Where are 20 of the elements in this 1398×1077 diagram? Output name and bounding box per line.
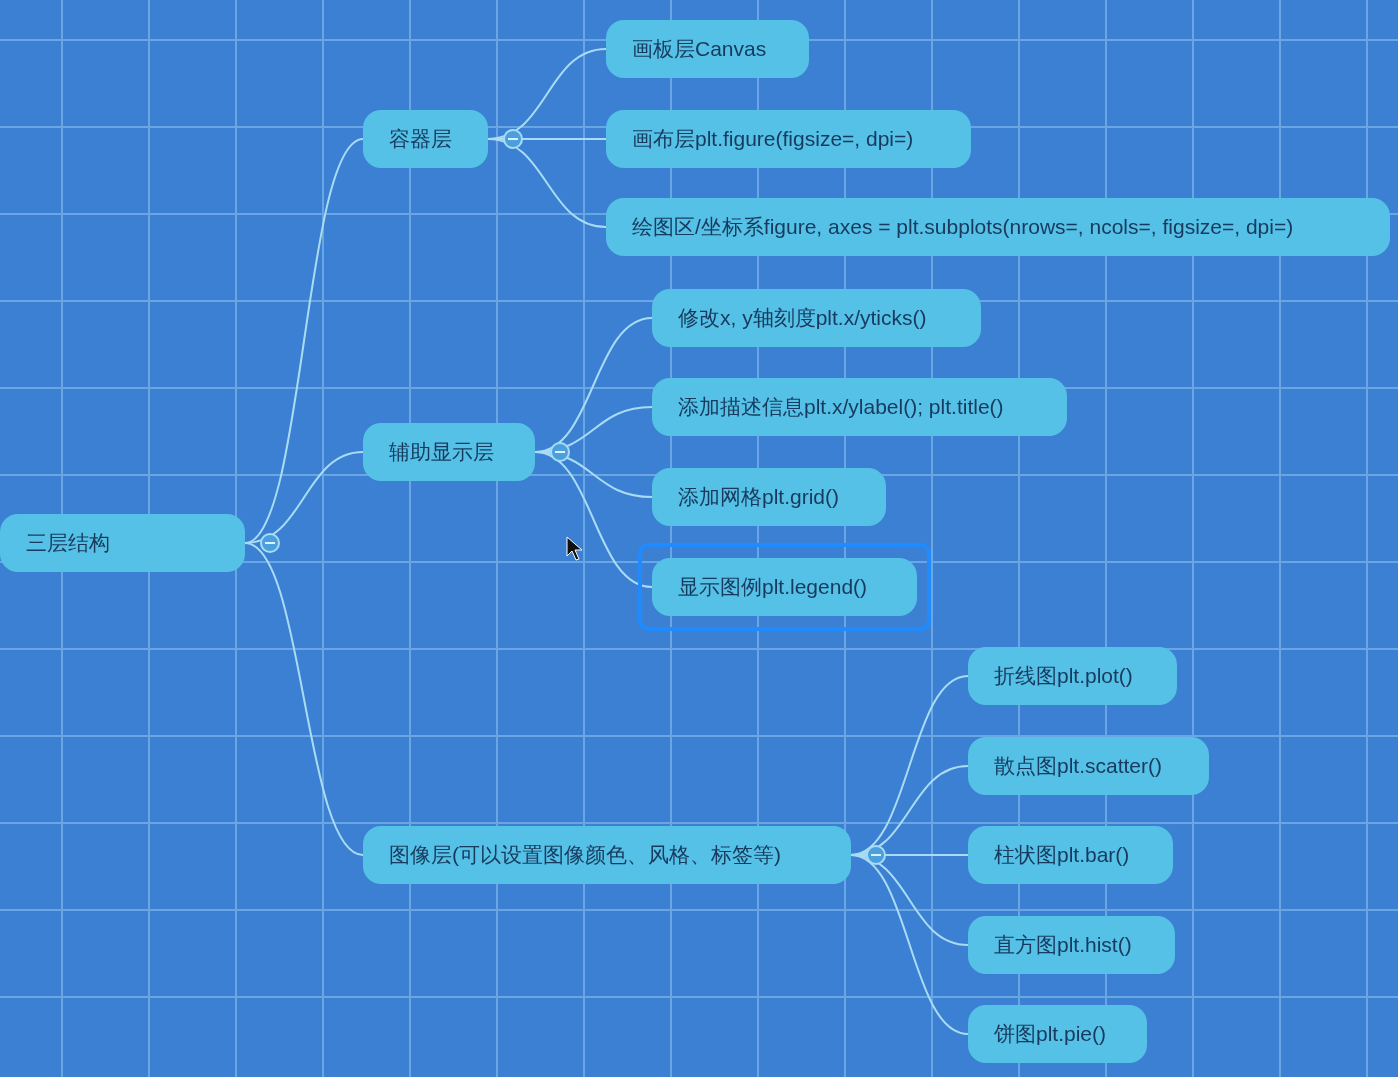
- connector-line: [487, 138, 607, 228]
- topic-box: 添加描述信息plt.x/ylabel(); plt.title(): [652, 378, 1067, 436]
- topic-box: 柱状图plt.bar(): [968, 826, 1173, 884]
- topic-box: 辅助显示层: [363, 423, 535, 481]
- topic-box: 三层结构: [0, 514, 245, 572]
- topic-box: 画板层Canvas: [606, 20, 809, 78]
- connector-line: [244, 542, 364, 856]
- topic-box: 绘图区/坐标系figure, axes = plt.subplots(nrows=, ncols=, figsize=, dpi=): [606, 198, 1390, 256]
- topic-box: 散点图plt.scatter(): [968, 737, 1209, 795]
- connector-line: [850, 854, 969, 1035]
- connector-line: [534, 451, 653, 588]
- topic-box: 饼图plt.pie(): [968, 1005, 1147, 1063]
- topic-box: 图像层(可以设置图像颜色、风格、标签等): [363, 826, 851, 884]
- topic-box: 添加网格plt.grid(): [652, 468, 886, 526]
- topic-box: 显示图例plt.legend(): [652, 558, 917, 616]
- topic-box: 折线图plt.plot(): [968, 647, 1177, 705]
- topic-box: 直方图plt.hist(): [968, 916, 1175, 974]
- topic-box: 画布层plt.figure(figsize=, dpi=): [606, 110, 971, 168]
- topic-box: 容器层: [363, 110, 488, 168]
- topic-box: 修改x, y轴刻度plt.x/yticks(): [652, 289, 981, 347]
